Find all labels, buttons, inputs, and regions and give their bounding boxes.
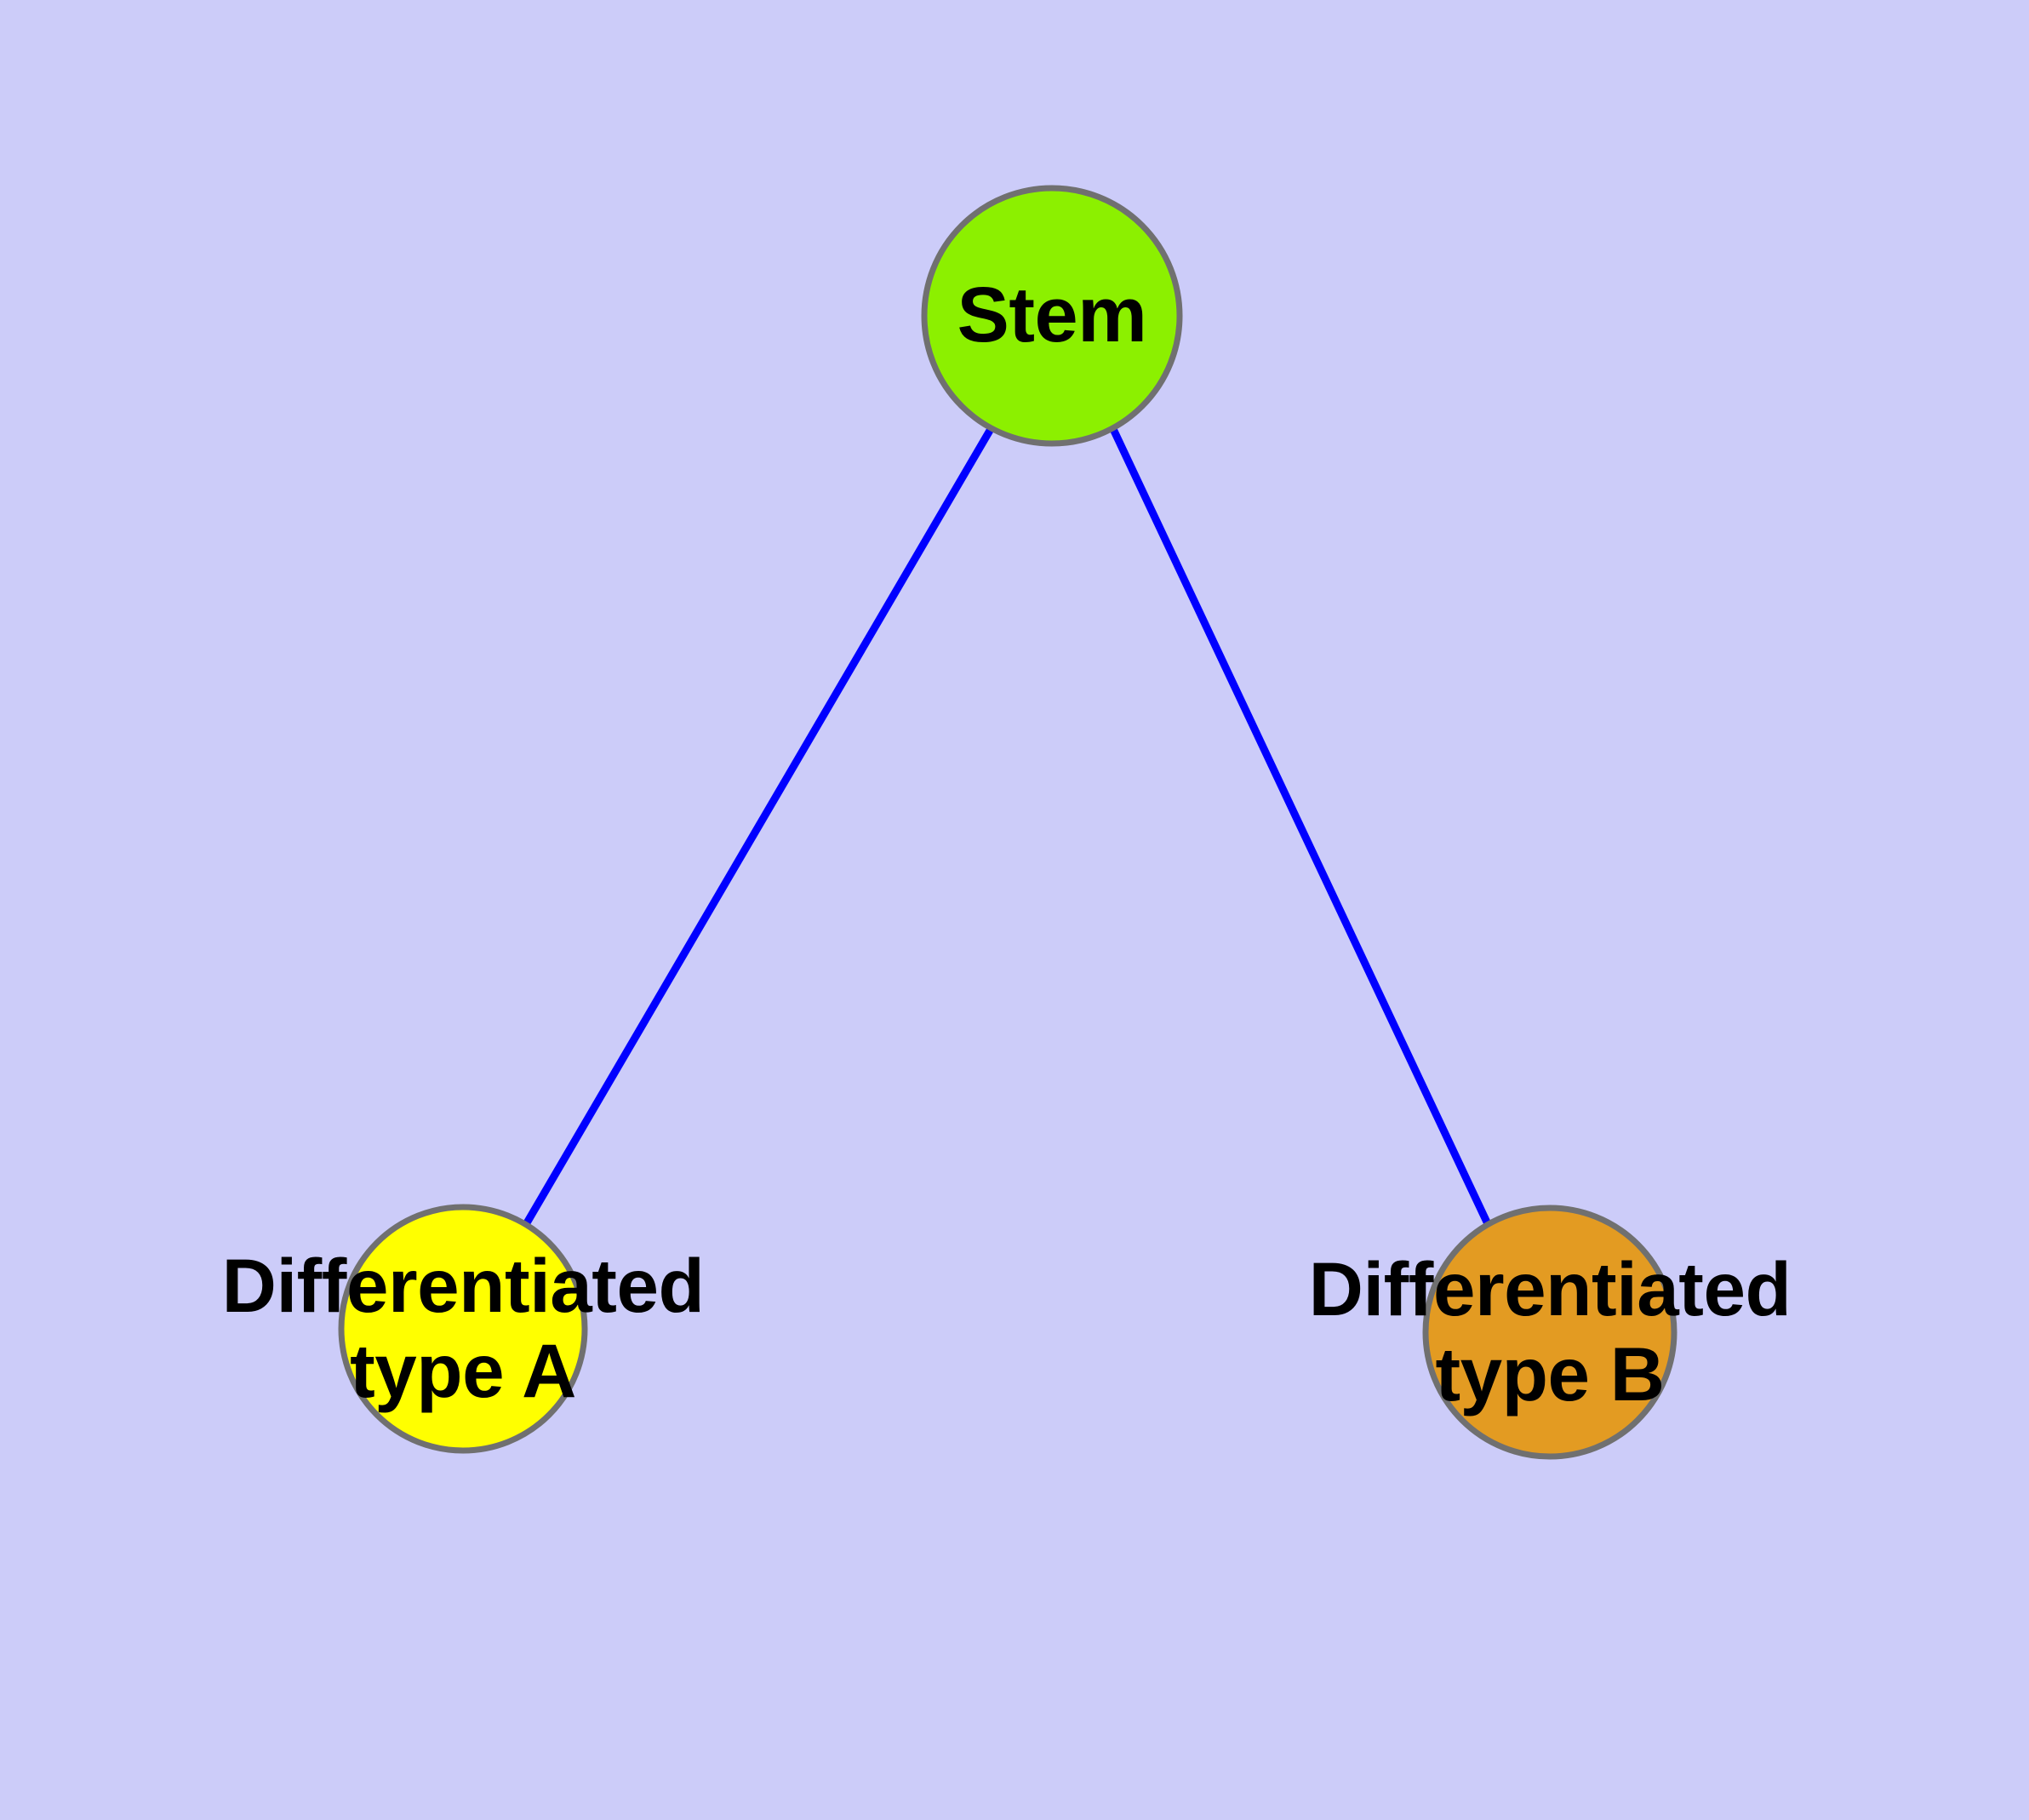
- node-differentiated-type-b[interactable]: [1422, 1205, 1677, 1460]
- edge-layer: [522, 426, 1494, 1229]
- node-differentiated-type-a[interactable]: [338, 1204, 588, 1454]
- node-layer: [338, 185, 1677, 1460]
- node-stem[interactable]: [921, 185, 1183, 447]
- edge-stem-to-differentiated-b[interactable]: [1109, 427, 1494, 1229]
- edge-stem-to-differentiated-a[interactable]: [522, 426, 994, 1228]
